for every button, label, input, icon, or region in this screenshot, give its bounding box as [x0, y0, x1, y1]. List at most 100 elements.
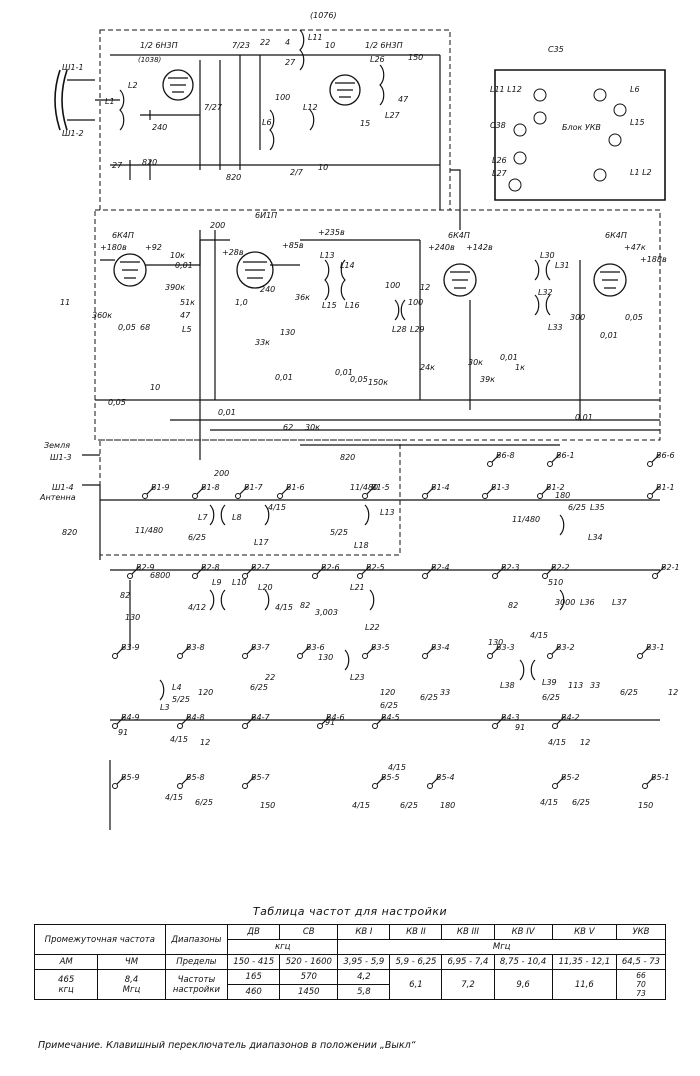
unit-mhz: Мгц	[337, 939, 666, 955]
svg-text:113: 113	[568, 681, 583, 690]
svg-text:68: 68	[140, 323, 150, 332]
svg-text:10: 10	[325, 41, 335, 50]
switch-contact: В4-2	[552, 713, 580, 729]
svg-text:4/15: 4/15	[165, 793, 183, 802]
svg-text:+235в: +235в	[318, 228, 345, 237]
svg-text:4: 4	[285, 38, 290, 47]
switch-contact: В3-3	[487, 643, 515, 659]
table-header-row: Промежуточная частота Диапазоны ДВ СВ КВ…	[34, 924, 667, 955]
block-ukv-l1-l2: L1 L2	[630, 168, 652, 177]
switch-contact: В3-9	[112, 643, 140, 659]
svg-text:15: 15	[360, 119, 370, 128]
switch-label: В3-3	[496, 643, 515, 652]
svg-text:0,01: 0,01	[500, 353, 518, 362]
svg-text:3000: 3000	[555, 598, 575, 607]
switch-contact: В4-6	[317, 713, 345, 729]
tube-2-label: 1/2 6Н3П	[365, 41, 403, 50]
band-kv3: КВ III	[441, 924, 495, 940]
svg-text:L11: L11	[308, 33, 323, 42]
switch-label: В3-1	[646, 643, 665, 652]
switch-contact: В2-9	[127, 563, 155, 579]
switch-label: В2-3	[501, 563, 520, 572]
switch-contact: В3-8	[177, 643, 205, 659]
svg-text:L12: L12	[303, 103, 318, 112]
svg-text:L20: L20	[258, 583, 273, 592]
svg-text:39к: 39к	[480, 375, 495, 384]
svg-text:91: 91	[118, 728, 128, 737]
band-kv2: КВ II	[389, 924, 443, 940]
switch-contact: В1-7	[235, 483, 263, 499]
if-shield-outline	[94, 209, 661, 441]
svg-text:240: 240	[152, 123, 167, 132]
svg-text:L4: L4	[172, 683, 182, 692]
if-header: Промежуточная частота	[34, 924, 166, 955]
switch-label: В2-2	[551, 563, 570, 572]
switch-label: В1-4	[431, 483, 450, 492]
svg-text:120: 120	[380, 688, 395, 697]
switch-label: В4-3	[501, 713, 520, 722]
svg-text:33к: 33к	[255, 338, 270, 347]
freq-marker: (1076)	[310, 11, 337, 20]
svg-text:100: 100	[275, 93, 290, 102]
svg-text:22: 22	[260, 38, 270, 47]
svg-text:+142в: +142в	[466, 243, 493, 252]
block-ukv-l11-l12: L11 L12	[490, 85, 522, 94]
svg-text:12: 12	[200, 738, 210, 747]
switch-contact: В4-9	[112, 713, 140, 729]
tube-1-label: 1/2 6Н3П	[140, 41, 178, 50]
svg-text:3,003: 3,003	[315, 608, 338, 617]
svg-text:0,05: 0,05	[108, 398, 126, 407]
svg-text:L15: L15	[322, 301, 337, 310]
svg-text:L21: L21	[350, 583, 365, 592]
switch-label: В2-5	[366, 563, 385, 572]
switch-contact: В5-1	[642, 773, 670, 789]
switch-contact: В1-5	[362, 483, 390, 499]
svg-text:180: 180	[555, 491, 570, 500]
switch-contact: В2-2	[542, 563, 570, 579]
svg-text:0,05: 0,05	[625, 313, 643, 322]
ground-label: Земля	[44, 441, 70, 450]
tube-3	[113, 253, 147, 287]
switch-label: В1-3	[491, 483, 510, 492]
switch-label: В4-6	[326, 713, 345, 722]
tube-4-label: 6И1П	[255, 211, 277, 220]
switch-label: В5-4	[436, 773, 455, 782]
switch-label: В6-8	[496, 451, 515, 460]
tube-1	[162, 69, 194, 101]
switch-contact: В1-3	[482, 483, 510, 499]
switch-contact: В6-6	[647, 451, 675, 467]
svg-text:L33: L33	[548, 323, 563, 332]
switch-label: В3-8	[186, 643, 205, 652]
svg-text:47: 47	[180, 311, 191, 320]
svg-text:22: 22	[265, 673, 275, 682]
switch-contact: В1-8	[192, 483, 220, 499]
svg-text:L13: L13	[320, 251, 335, 260]
block-ukv-c38: C38	[490, 121, 506, 130]
switch-label: В2-9	[136, 563, 155, 572]
svg-text:L23: L23	[350, 673, 365, 682]
svg-text:300: 300	[570, 313, 585, 322]
svg-text:51к: 51к	[180, 298, 195, 307]
switch-contact: В2-6	[312, 563, 340, 579]
tube-5	[443, 263, 477, 297]
svg-text:+85в: +85в	[282, 241, 304, 250]
antenna-label: Антенна	[39, 493, 76, 502]
svg-text:0,01: 0,01	[600, 331, 618, 340]
svg-text:150: 150	[408, 53, 423, 62]
band-kv5: КВ V	[551, 924, 617, 940]
svg-text:10к: 10к	[170, 251, 185, 260]
connector-sh1-3: Ш1-3	[50, 453, 72, 462]
svg-text:L13: L13	[380, 508, 395, 517]
switch-contact: В5-7	[242, 773, 270, 789]
svg-text:6/25: 6/25	[250, 683, 268, 692]
svg-text:L34: L34	[588, 533, 603, 542]
svg-text:30к: 30к	[305, 423, 320, 432]
band-ukv: УКВ	[615, 924, 667, 940]
switch-contact: В2-1	[652, 563, 680, 579]
svg-text:11: 11	[60, 298, 70, 307]
switch-contact: В4-3	[492, 713, 520, 729]
switch-contact: В3-5	[362, 643, 390, 659]
block-ukv-title: Блок УКВ	[562, 123, 601, 132]
switch-contact: В3-6	[297, 643, 325, 659]
